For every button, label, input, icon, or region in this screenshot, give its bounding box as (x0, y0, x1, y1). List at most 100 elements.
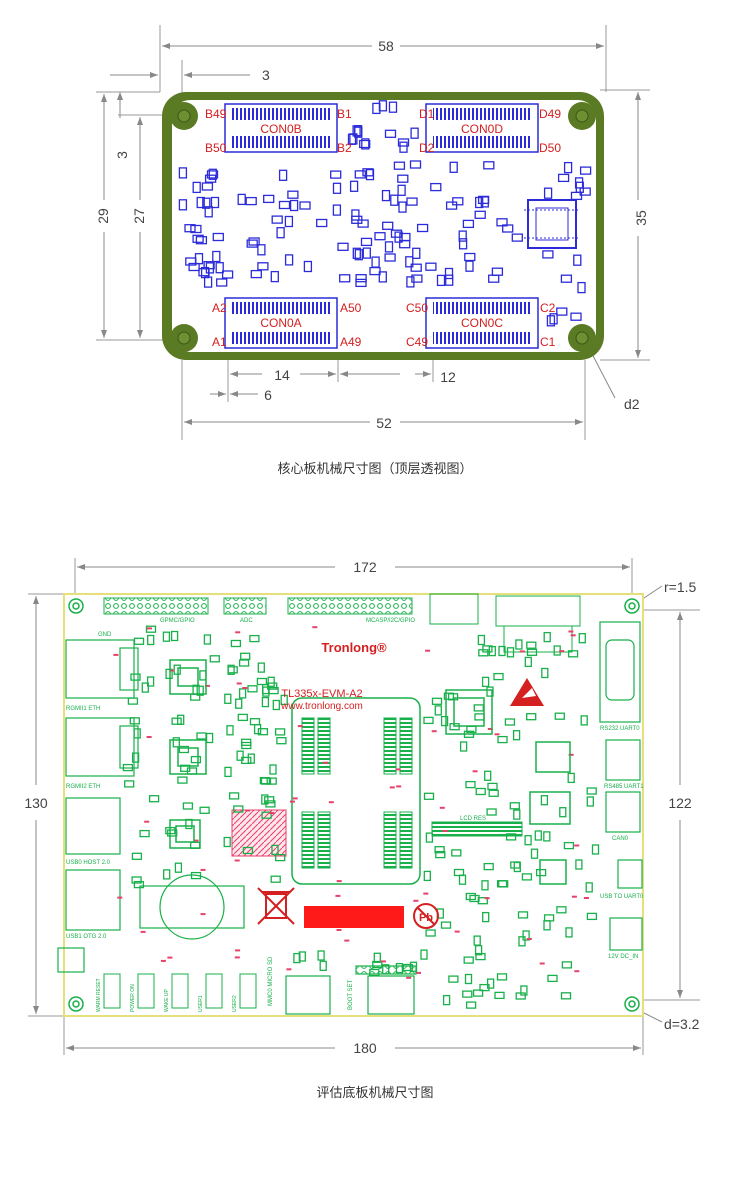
component-footprint (269, 764, 277, 775)
component-footprint (464, 252, 476, 262)
pin-label-d50: D50 (539, 141, 561, 155)
component-footprint (586, 796, 594, 807)
component-footprint (522, 930, 530, 941)
component-footprint (394, 231, 403, 243)
pin-label-b49: B49 (205, 107, 227, 121)
component-footprint (513, 809, 521, 820)
component-footprint (436, 274, 446, 287)
component-footprint (347, 133, 357, 145)
silkscreen-mark (160, 959, 166, 962)
component-footprint (556, 906, 567, 914)
component-footprint (199, 806, 210, 814)
connector-con0b (224, 103, 338, 153)
component-footprint (361, 138, 370, 150)
silkscreen-mark (200, 868, 206, 871)
component-footprint (512, 730, 521, 741)
component-footprint (354, 170, 366, 179)
silkscreen-mark (454, 930, 460, 933)
core-board-figure: CON0B CON0D CON0A CON0C B49 B50 B1 B2 D1… (0, 0, 750, 500)
label-power: 12V DC_IN (608, 954, 638, 960)
pin-label-c49: C49 (406, 335, 428, 349)
component-footprint (506, 647, 515, 658)
component-footprint (203, 634, 212, 645)
component-footprint (241, 738, 252, 746)
pin-label-c1: C1 (540, 335, 556, 349)
component-footprint (299, 201, 311, 210)
silkscreen-mark (559, 650, 565, 653)
silkscreen-mark (167, 956, 173, 959)
connector-con0c (425, 297, 539, 349)
silkscreen-mark (416, 971, 421, 974)
weee-bin-icon (257, 887, 295, 925)
silkscreen-mark (583, 897, 589, 899)
component-footprint (513, 861, 521, 873)
silkscreen-mark (335, 894, 341, 897)
connector-con0a (224, 297, 338, 349)
component-footprint (242, 846, 254, 855)
core-board-socket (291, 697, 421, 885)
component-footprint (248, 237, 260, 246)
mounting-holes (170, 102, 596, 352)
dim-base-height-right: 122 (668, 795, 692, 811)
label-lcd: LCD RES (460, 816, 486, 822)
con0d-label: CON0D (461, 122, 503, 136)
component-footprint (287, 190, 299, 199)
component-footprint (478, 649, 489, 657)
component-footprint (196, 196, 205, 209)
push-button-label: USER1 (198, 995, 204, 1012)
component-footprint (257, 262, 269, 271)
pin-label-c50: C50 (406, 301, 428, 315)
component-footprint (397, 184, 406, 196)
dim-core-height-outer: 29 (95, 208, 111, 224)
component-footprint (257, 728, 269, 736)
label-gpmc: GPMC/GPIO (160, 618, 195, 624)
component-footprint (378, 100, 388, 112)
component-footprint (257, 662, 265, 673)
component-footprint (278, 169, 288, 181)
component-footprint (390, 194, 399, 206)
component-footprint (223, 836, 231, 848)
component-footprint (371, 256, 380, 268)
left-ports (57, 639, 139, 973)
component-footprint (210, 196, 220, 209)
component-footprint (530, 848, 539, 859)
silkscreen-mark (568, 753, 574, 756)
component-footprint (540, 795, 549, 806)
component-footprint (406, 197, 418, 206)
component-footprint (289, 199, 299, 212)
pin-label-d1: D1 (419, 107, 435, 121)
silkscreen-mark (425, 649, 431, 652)
component-footprint (332, 204, 342, 216)
component-footprint (420, 949, 428, 960)
component-footprint (549, 313, 558, 325)
silkscreen-mark (413, 899, 419, 902)
component-footprint (381, 189, 391, 202)
component-footprint (486, 686, 494, 697)
label-usb-host: USB0 HOST 2.0 (66, 860, 111, 866)
component-footprint (488, 789, 499, 797)
component-footprint (354, 249, 363, 261)
can-port (605, 791, 641, 833)
component-footprint (237, 713, 248, 722)
usb-host-port (65, 797, 121, 855)
silkscreen-mark (269, 812, 275, 814)
silkscreen-mark (519, 650, 525, 653)
component-footprint (496, 973, 508, 981)
component-footprint (465, 260, 474, 272)
component-footprint (405, 256, 414, 268)
component-footprint (484, 770, 492, 781)
label-can: CAN0 (612, 836, 629, 842)
silkscreen-mark (328, 801, 334, 804)
component-footprint (440, 715, 449, 727)
component-footprint (440, 921, 452, 929)
component-footprint (535, 868, 547, 877)
dim-core-hole: d2 (624, 396, 640, 412)
silkscreen-mark (236, 682, 242, 685)
red-label-area (304, 906, 404, 928)
board-model: TL335x-EVM-A2 (281, 688, 362, 700)
component-footprint (543, 187, 553, 199)
component-footprint (203, 261, 215, 270)
component-footprint (303, 260, 313, 273)
dim-base-width-top: 172 (353, 559, 377, 575)
